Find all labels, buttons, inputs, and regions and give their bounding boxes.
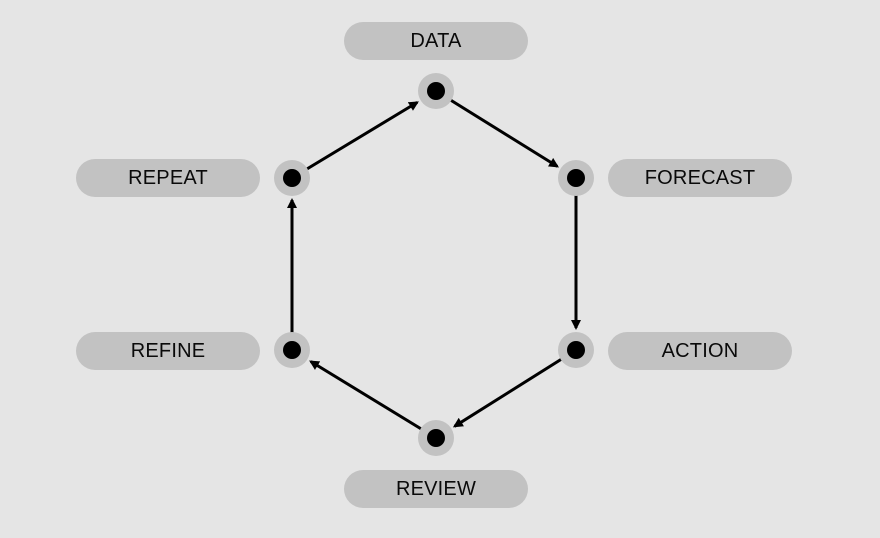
edge-group bbox=[287, 89, 581, 440]
arrow-action-to-review bbox=[452, 348, 577, 428]
step-label-forecast: FORECAST bbox=[608, 159, 792, 197]
step-label-repeat: REPEAT bbox=[76, 159, 260, 197]
step-label-action: ACTION bbox=[608, 332, 792, 370]
node-dot-action bbox=[567, 341, 585, 359]
step-label-refine: REFINE bbox=[76, 332, 260, 370]
step-label-data: DATA bbox=[344, 22, 528, 60]
arrow-review-to-refine bbox=[309, 360, 437, 440]
node-dot-repeat bbox=[283, 169, 301, 187]
node-dot-review bbox=[427, 429, 445, 447]
node-dot-refine bbox=[283, 341, 301, 359]
arrow-data-to-forecast bbox=[435, 89, 559, 168]
arrow-repeat-to-data bbox=[291, 101, 419, 180]
step-label-review: REVIEW bbox=[344, 470, 528, 508]
node-dot-data bbox=[427, 82, 445, 100]
node-dot-forecast bbox=[567, 169, 585, 187]
node-group bbox=[274, 73, 594, 456]
